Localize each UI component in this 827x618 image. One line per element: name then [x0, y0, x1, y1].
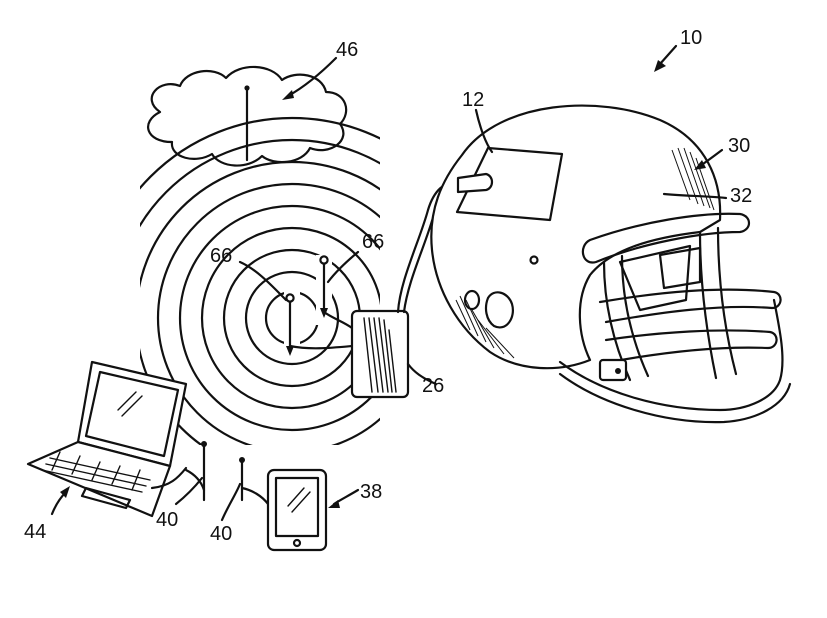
- antenna-a: [184, 441, 207, 502]
- label-transmitter: 26: [422, 375, 444, 397]
- label-helmet-shell: 32: [730, 185, 752, 207]
- label-antenna-a: 40: [156, 509, 178, 531]
- label-system: 10: [680, 27, 702, 49]
- label-helmet: 30: [728, 135, 750, 157]
- label-tower-b: 66: [362, 231, 384, 253]
- cloud-icon: [147, 65, 348, 167]
- label-sensor-patch: 12: [462, 89, 484, 111]
- leaders: [50, 44, 728, 522]
- transmitter-box: [288, 309, 410, 399]
- laptop-link: [150, 466, 188, 490]
- football-helmet: [430, 104, 792, 424]
- tower-a: [285, 293, 295, 356]
- label-cloud: 46: [336, 39, 358, 61]
- label-tablet: 38: [360, 481, 382, 503]
- label-laptop: 44: [24, 521, 46, 543]
- label-antenna-b: 40: [210, 523, 232, 545]
- tablet-icon: [266, 468, 328, 552]
- laptop-icon: [26, 360, 188, 518]
- antenna-b: [239, 457, 270, 506]
- label-tower-a: 66: [210, 245, 232, 267]
